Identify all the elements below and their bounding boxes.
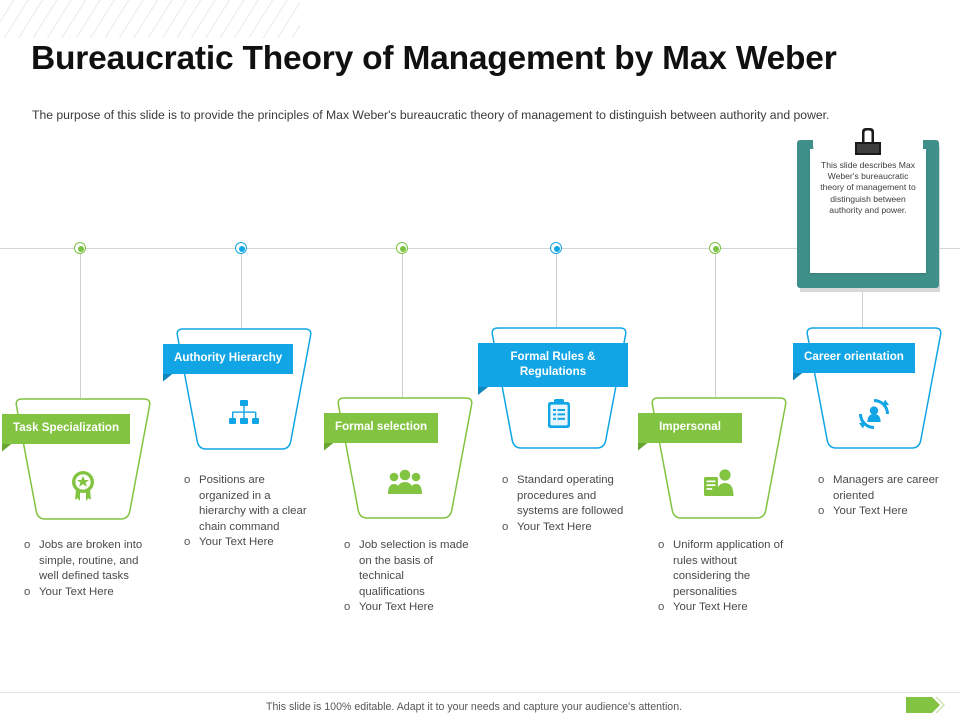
timeline-dot bbox=[74, 242, 86, 254]
card-3[interactable]: Formal selection bbox=[324, 397, 474, 519]
list-item: o Your Text Here bbox=[18, 585, 150, 601]
list-item-text: Your Text Here bbox=[39, 585, 114, 598]
card-1-bullets: o Jobs are broken into simple, routine, … bbox=[18, 538, 150, 600]
card-title: Formal selection bbox=[335, 420, 428, 433]
bullet-marker: o bbox=[818, 474, 825, 486]
list-item: o Your Text Here bbox=[178, 535, 310, 551]
card-title-ribbon: Career orientation bbox=[793, 343, 915, 381]
arrow-right-icon[interactable] bbox=[906, 695, 954, 715]
list-item: o Jobs are broken into simple, routine, … bbox=[18, 538, 150, 585]
list-item-text: Job selection is made on the basis of te… bbox=[359, 539, 469, 598]
bullet-marker: o bbox=[24, 539, 31, 551]
ribbon-fold bbox=[324, 442, 334, 451]
sticky-note-paper: This slide describes Max Weber's bureauc… bbox=[810, 149, 926, 273]
card-title-ribbon: Authority Hierarchy bbox=[163, 344, 294, 382]
ribbon-fold bbox=[2, 443, 12, 452]
list-item-text: Your Text Here bbox=[359, 601, 434, 614]
timeline-stem bbox=[555, 248, 557, 336]
list-item: o Your Text Here bbox=[496, 520, 628, 536]
list-item-text: Managers are career oriented bbox=[833, 474, 939, 502]
footer-note: This slide is 100% editable. Adapt it to… bbox=[266, 701, 683, 713]
list-item-text: Your Text Here bbox=[833, 505, 908, 518]
clipboard-icon bbox=[490, 399, 628, 429]
card-title-ribbon: Formal selection bbox=[324, 413, 439, 451]
timeline-dot bbox=[235, 242, 247, 254]
timeline-stem bbox=[401, 248, 403, 398]
bullet-marker: o bbox=[502, 474, 509, 486]
page-title: Bureaucratic Theory of Management by Max… bbox=[31, 40, 837, 77]
bullet-marker: o bbox=[184, 536, 191, 549]
ribbon-fold bbox=[478, 387, 488, 395]
list-item-text: Your Text Here bbox=[199, 536, 274, 549]
card-3-bullets: o Job selection is made on the basis of … bbox=[338, 538, 470, 616]
corner-hatch-decoration bbox=[0, 0, 300, 38]
card-title: Impersonal bbox=[659, 420, 721, 433]
person-document-icon bbox=[650, 469, 788, 497]
slide-subtitle: The purpose of this slide is to provide … bbox=[32, 108, 830, 122]
list-item: o Your Text Here bbox=[338, 600, 470, 616]
card-6-bullets: o Managers are career oriented o Your Te… bbox=[812, 473, 944, 520]
sticky-note: This slide describes Max Weber's bureauc… bbox=[797, 128, 945, 295]
person-rotate-icon bbox=[805, 399, 943, 429]
ribbon-fold bbox=[638, 442, 648, 451]
bullet-marker: o bbox=[184, 474, 191, 486]
card-4[interactable]: Formal Rules & Regulations bbox=[478, 327, 628, 449]
card-title: Career orientation bbox=[804, 350, 904, 363]
card-title: Task Specialization bbox=[13, 421, 120, 434]
card-title: Formal Rules & Regulations bbox=[510, 350, 596, 378]
card-title-ribbon: Formal Rules & Regulations bbox=[478, 343, 628, 395]
list-item: o Managers are career oriented bbox=[812, 473, 944, 504]
list-item: o Your Text Here bbox=[652, 600, 784, 616]
list-item: o Your Text Here bbox=[812, 504, 944, 520]
card-6[interactable]: Career orientation bbox=[793, 327, 943, 449]
card-2[interactable]: Authority Hierarchy bbox=[163, 328, 313, 450]
timeline-dot bbox=[709, 242, 721, 254]
bullet-marker: o bbox=[344, 539, 351, 551]
ribbon-fold bbox=[163, 373, 173, 382]
people-group-icon bbox=[336, 469, 474, 495]
bullet-marker: o bbox=[24, 585, 31, 598]
list-item-text: Your Text Here bbox=[673, 601, 748, 614]
bullet-marker: o bbox=[502, 520, 509, 533]
list-item: o Positions are organized in a hierarchy… bbox=[178, 473, 310, 535]
list-item: o Standard operating procedures and syst… bbox=[496, 473, 628, 520]
timeline-stem bbox=[240, 248, 242, 336]
footer-divider bbox=[0, 692, 960, 693]
timeline-stem bbox=[79, 248, 81, 410]
bullet-marker: o bbox=[818, 505, 825, 518]
list-item: o Job selection is made on the basis of … bbox=[338, 538, 470, 600]
timeline-dot bbox=[550, 242, 562, 254]
timeline-stem bbox=[861, 248, 863, 336]
sticky-note-text: This slide describes Max Weber's bureauc… bbox=[820, 160, 916, 215]
card-title-ribbon: Task Specialization bbox=[2, 414, 131, 452]
list-item-text: Your Text Here bbox=[517, 520, 592, 533]
bullet-marker: o bbox=[658, 539, 665, 551]
card-1[interactable]: Task Specialization bbox=[2, 398, 152, 520]
award-badge-icon bbox=[14, 470, 152, 502]
card-2-bullets: o Positions are organized in a hierarchy… bbox=[178, 473, 310, 551]
list-item-text: Standard operating procedures and system… bbox=[517, 474, 624, 518]
list-item-text: Uniform application of rules without con… bbox=[673, 539, 784, 598]
ribbon-fold bbox=[793, 372, 803, 381]
bullet-marker: o bbox=[658, 601, 665, 614]
card-title: Authority Hierarchy bbox=[174, 351, 283, 364]
card-title-ribbon: Impersonal bbox=[638, 413, 742, 451]
card-4-bullets: o Standard operating procedures and syst… bbox=[496, 473, 628, 535]
bullet-marker: o bbox=[344, 601, 351, 614]
list-item-text: Jobs are broken into simple, routine, an… bbox=[39, 539, 143, 583]
timeline-dot bbox=[396, 242, 408, 254]
list-item: o Uniform application of rules without c… bbox=[652, 538, 784, 600]
timeline-axis bbox=[0, 248, 960, 249]
timeline-stem bbox=[714, 248, 716, 398]
card-5[interactable]: Impersonal bbox=[638, 397, 788, 519]
org-hierarchy-icon bbox=[175, 400, 313, 428]
binder-clip-icon bbox=[855, 128, 881, 155]
list-item-text: Positions are organized in a hierarchy w… bbox=[199, 474, 307, 533]
card-5-bullets: o Uniform application of rules without c… bbox=[652, 538, 784, 616]
